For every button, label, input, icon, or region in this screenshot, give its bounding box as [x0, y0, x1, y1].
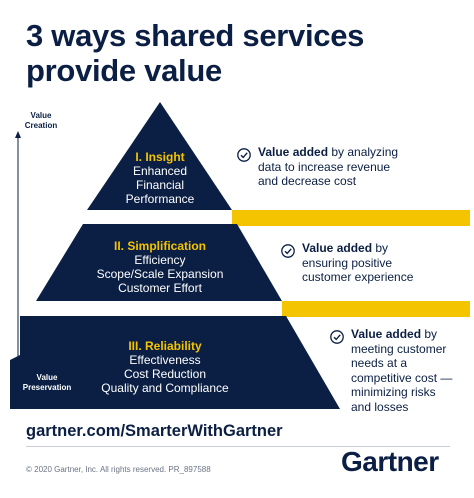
gartner-logo: Gartner — [341, 446, 439, 477]
yellow-band-2 — [282, 301, 470, 317]
check-circle-icon — [330, 330, 344, 344]
title-line-2: provide value — [26, 53, 222, 88]
page-title: 3 ways shared services provide value — [26, 18, 456, 88]
tier-insight-line: Performance — [125, 192, 195, 206]
tier-insight-line: Financial — [135, 178, 185, 192]
tier-reliability-line: Cost Reduction — [123, 367, 207, 381]
value-preservation-label: Value Preservation — [22, 373, 72, 392]
pyramid-tier-2 — [36, 224, 282, 301]
value-added-simplification: Value added by ensuring positive custome… — [302, 241, 414, 284]
tier-simplification-line: Customer Effort — [118, 281, 202, 295]
tier-insight-line: Enhanced — [132, 164, 188, 178]
title-line-1: 3 ways shared services — [26, 18, 365, 53]
pyramid-tier-3 — [10, 316, 340, 409]
tier-simplification-title: II. Simplification — [113, 239, 206, 253]
tier-reliability-line: Effectiveness — [129, 353, 201, 367]
yellow-band-1 — [232, 210, 470, 226]
tier-simplification: II. Simplification Efficiency Scope/Scal… — [80, 239, 240, 295]
tier-insight-title: I. Insight — [135, 150, 185, 164]
pyramid-tier-1 — [87, 102, 232, 210]
tier-reliability-title: III. Reliability — [128, 339, 202, 353]
value-added-reliability: Value added by meeting customer needs at… — [351, 327, 453, 414]
tier-simplification-line: Efficiency — [134, 253, 186, 267]
tier-insight: I. Insight Enhanced Financial Performanc… — [110, 150, 210, 206]
check-circle-icon — [237, 148, 251, 162]
gartner-link[interactable]: gartner.com/SmarterWithGartner — [26, 422, 283, 440]
copyright-text: © 2020 Gartner, Inc. All rights reserved… — [26, 465, 211, 474]
tier-simplification-line: Scope/Scale Expansion — [96, 267, 224, 281]
tier-reliability: III. Reliability Effectiveness Cost Redu… — [80, 339, 250, 395]
value-added-insight: Value added by analyzing data to increas… — [258, 145, 399, 188]
axis-arrow-up-icon — [15, 131, 21, 138]
tier-reliability-line: Quality and Compliance — [101, 381, 229, 395]
divider — [26, 446, 450, 447]
check-circle-icon — [281, 244, 295, 258]
value-creation-label: Value Creation — [24, 111, 58, 130]
